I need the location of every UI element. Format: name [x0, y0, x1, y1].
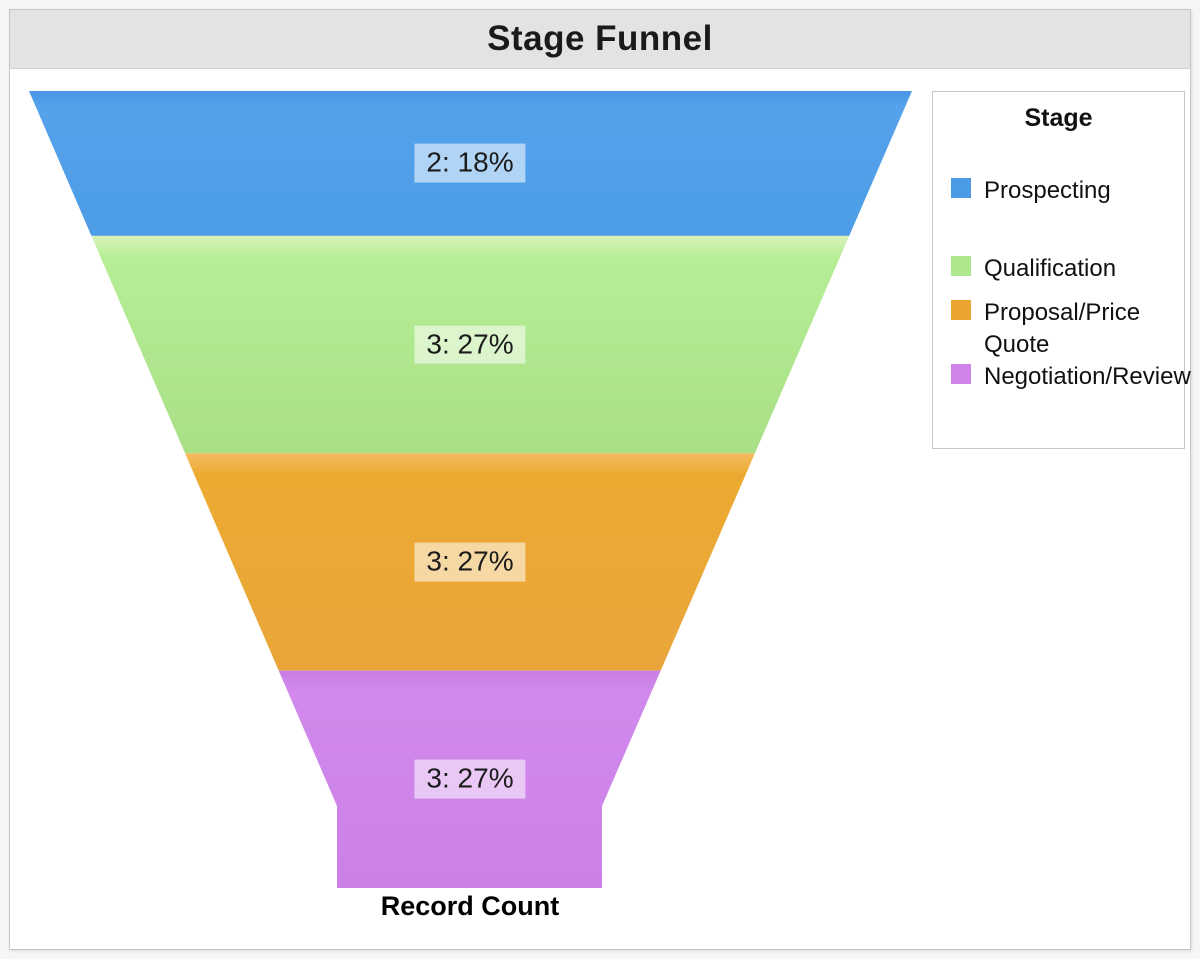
- legend-item-qualification[interactable]: Qualification: [951, 253, 1176, 285]
- chart-header: Stage Funnel: [10, 10, 1190, 69]
- legend-label: Prospecting: [984, 177, 1111, 204]
- chart-title: Stage Funnel: [487, 19, 713, 58]
- legend-label: Negotiation/Review: [984, 362, 1191, 390]
- funnel-segment-prospecting[interactable]: [29, 91, 912, 236]
- legend-item-prospecting[interactable]: Prospecting: [951, 175, 1176, 207]
- legend-swatch-negotiation-review: [951, 363, 971, 384]
- legend-title: Stage: [1024, 104, 1093, 132]
- legend-item-negotiation-review[interactable]: Negotiation/Review: [951, 361, 1191, 393]
- legend-label: Qualification: [984, 254, 1117, 282]
- x-axis-label: Record Count: [380, 891, 560, 921]
- funnel-segment-qualification[interactable]: [91, 235, 850, 454]
- funnel-segment-proposal-price-quote[interactable]: [185, 453, 755, 671]
- legend: Stage Prospecting Qualification Proposal…: [932, 91, 1191, 449]
- legend-swatch-qualification: [951, 255, 971, 276]
- legend-swatch-proposal-price-quote: [951, 300, 971, 321]
- legend-swatch-prospecting: [951, 178, 971, 198]
- legend-label: Proposal/Price Quote: [984, 299, 1141, 359]
- chart-body: 2: 18%3: 27%3: 27%3: 27% Record Count St…: [10, 69, 1191, 949]
- funnel-report-card: Stage Funnel 2: 18%3: 27%3: 27%3: 27% Re…: [9, 9, 1191, 950]
- legend-item-proposal-price-quote[interactable]: Proposal/Price Quote: [951, 297, 1176, 360]
- funnel-segment-negotiation-review[interactable]: [278, 670, 661, 888]
